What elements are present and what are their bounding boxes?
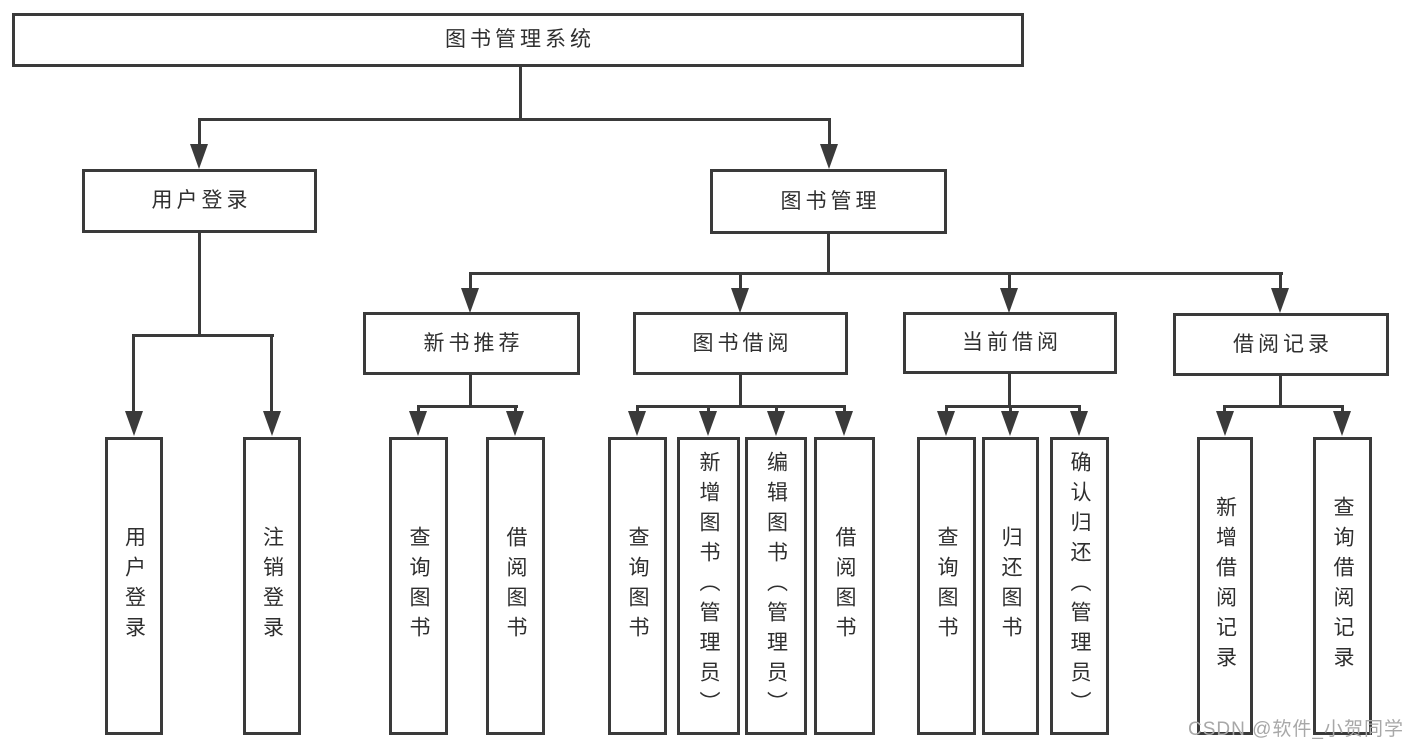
leaf-query-borrow-record: 查询借阅记录: [1313, 437, 1372, 735]
arrowhead-down-icon: [125, 411, 143, 436]
leaf-edit-book-admin: 编辑图书（管理员）: [745, 437, 807, 735]
arrowhead-down-icon: [767, 411, 785, 436]
arrowhead-down-icon: [506, 411, 524, 436]
arrowhead-down-icon: [1271, 288, 1289, 313]
node-label: 图书管理: [780, 189, 881, 213]
node-book-management: 图书管理: [710, 169, 947, 234]
node-label: 图书管理系统: [445, 28, 595, 52]
node-current-borrowing: 当前借阅: [903, 312, 1117, 374]
leaf-logout: 注销登录: [243, 437, 301, 735]
arrowhead-down-icon: [699, 411, 717, 436]
leaf-add-book-admin: 新增图书（管理员）: [677, 437, 740, 735]
connector-v-line: [739, 272, 742, 292]
connector-v-line: [198, 233, 201, 336]
connector-v-line: [519, 66, 522, 118]
node-label: 编辑图书（管理员）: [764, 451, 788, 721]
node-library-management-system: 图书管理系统: [12, 13, 1024, 67]
node-label: 借阅图书: [504, 526, 527, 646]
connector-h-line: [132, 334, 274, 337]
arrowhead-down-icon: [409, 411, 427, 436]
node-label: 归还图书: [999, 526, 1022, 646]
connector-h-line: [198, 118, 831, 121]
leaf-query-books: 查询图书: [608, 437, 667, 735]
node-user-login: 用户登录: [82, 169, 317, 233]
node-label: 注销登录: [260, 526, 284, 646]
arrowhead-down-icon: [835, 411, 853, 436]
node-label: 用户登录: [151, 189, 252, 213]
node-borrowing-records: 借阅记录: [1173, 313, 1389, 376]
arrowhead-down-icon: [937, 411, 955, 436]
node-label: 借阅图书: [833, 526, 856, 646]
connector-h-line: [636, 405, 846, 408]
connector-v-line: [1008, 373, 1011, 407]
node-label: 确认归还（管理员）: [1068, 451, 1091, 721]
connector-v-line: [827, 234, 830, 272]
leaf-borrow-books: 借阅图书: [486, 437, 545, 735]
node-label: 新增借阅记录: [1213, 496, 1237, 676]
connector-h-line: [469, 272, 1283, 275]
connector-v-line: [469, 375, 472, 407]
connector-v-line: [828, 118, 831, 148]
node-label: 新增图书（管理员）: [697, 451, 720, 721]
leaf-query-books: 查询图书: [917, 437, 976, 735]
arrowhead-down-icon: [628, 411, 646, 436]
leaf-add-borrow-record: 新增借阅记录: [1197, 437, 1253, 735]
leaf-query-books: 查询图书: [389, 437, 448, 735]
arrowhead-down-icon: [461, 288, 479, 313]
leaf-borrow-books: 借阅图书: [814, 437, 875, 735]
arrowhead-down-icon: [263, 411, 281, 436]
leaf-return-books: 归还图书: [982, 437, 1039, 735]
connector-v-line: [132, 334, 135, 414]
node-label: 查询图书: [935, 526, 958, 646]
connector-v-line: [198, 118, 201, 148]
node-new-book-recommendation: 新书推荐: [363, 312, 580, 375]
node-label: 新书推荐: [423, 331, 524, 355]
connector-v-line: [1279, 376, 1282, 407]
connector-v-line: [469, 272, 472, 292]
connector-h-line: [1223, 405, 1344, 408]
connector-h-line: [945, 405, 1081, 408]
watermark: CSDN @软件_小贺同学: [1188, 719, 1404, 740]
leaf-user-login: 用户登录: [105, 437, 163, 735]
arrowhead-down-icon: [1001, 411, 1019, 436]
arrowhead-down-icon: [1070, 411, 1088, 436]
node-label: 借阅记录: [1233, 332, 1333, 356]
leaf-confirm-return-admin: 确认归还（管理员）: [1050, 437, 1109, 735]
connector-h-line: [417, 405, 518, 408]
node-label: 查询图书: [407, 526, 430, 646]
node-label: 用户登录: [122, 526, 146, 646]
connector-v-line: [1279, 272, 1282, 292]
node-book-borrowing: 图书借阅: [633, 312, 848, 375]
arrowhead-down-icon: [190, 144, 208, 169]
arrowhead-down-icon: [1216, 411, 1234, 436]
connector-v-line: [1008, 272, 1011, 292]
connector-v-line: [270, 334, 273, 414]
arrowhead-down-icon: [1333, 411, 1351, 436]
node-label: 图书借阅: [692, 331, 793, 355]
node-label: 查询图书: [626, 526, 649, 646]
connector-v-line: [739, 375, 742, 407]
arrowhead-down-icon: [731, 288, 749, 313]
arrowhead-down-icon: [1000, 288, 1018, 313]
node-label: 当前借阅: [962, 331, 1062, 355]
node-label: 查询借阅记录: [1331, 496, 1354, 676]
arrowhead-down-icon: [820, 144, 838, 169]
